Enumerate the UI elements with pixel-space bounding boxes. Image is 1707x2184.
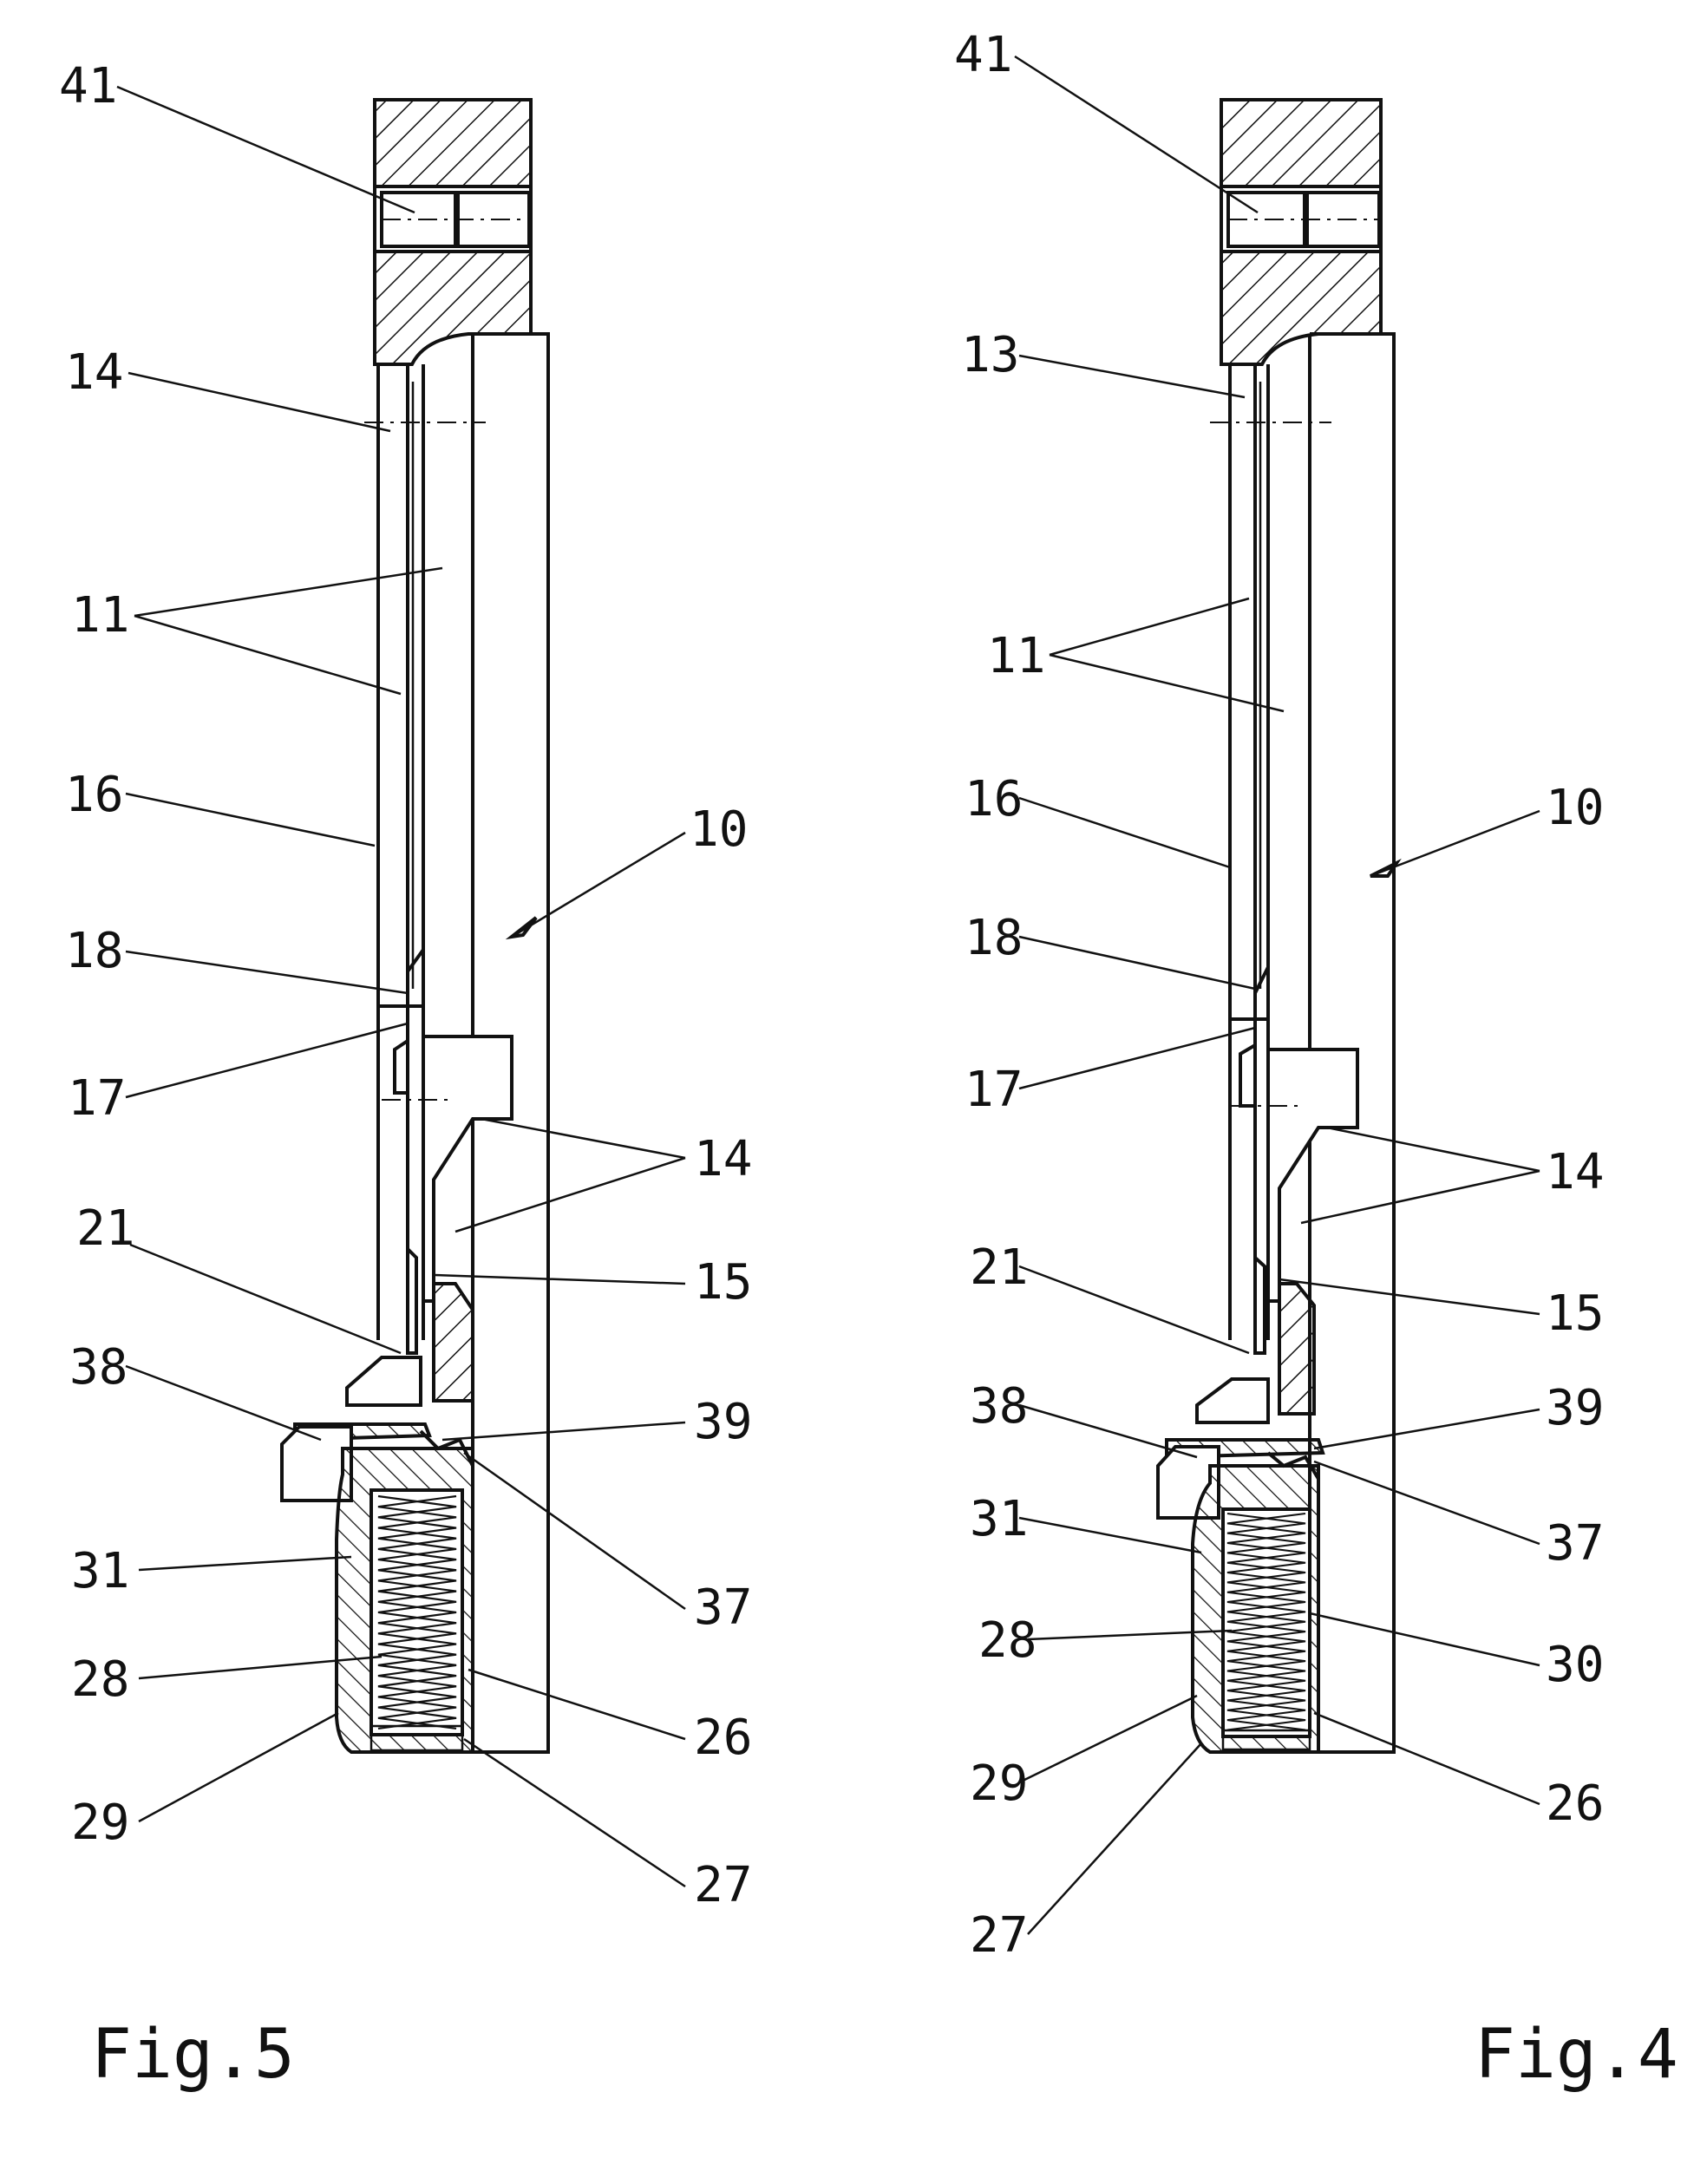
- label-16: 16: [965, 771, 1023, 827]
- label-38: 38: [970, 1378, 1028, 1435]
- label-18: 18: [965, 910, 1023, 966]
- label-38: 38: [69, 1339, 128, 1396]
- label-28: 28: [71, 1651, 129, 1708]
- label-15: 15: [1546, 1285, 1604, 1342]
- fig5-collar-block: [434, 1284, 473, 1401]
- label-17: 17: [68, 1070, 126, 1127]
- label-10: 10: [690, 801, 748, 858]
- figure-caption: Fig.5: [91, 2016, 295, 2094]
- label-27: 27: [970, 1907, 1028, 1964]
- label-14-lower: 14: [694, 1131, 752, 1187]
- figure-4: [1158, 100, 1394, 1752]
- figure-caption: Fig.4: [1475, 2016, 1678, 2094]
- label-39: 39: [694, 1394, 752, 1450]
- fig4-collar-block: [1279, 1284, 1314, 1414]
- label-37: 37: [1546, 1515, 1604, 1572]
- label-39: 39: [1546, 1380, 1604, 1436]
- label-27: 27: [694, 1857, 752, 1913]
- label-11: 11: [987, 628, 1045, 684]
- leader-lines: [117, 56, 1540, 1934]
- label-41: 41: [954, 27, 1012, 83]
- figure-5: [282, 100, 548, 1752]
- label-14: 14: [65, 344, 123, 401]
- label-14: 14: [1546, 1144, 1604, 1200]
- label-37: 37: [694, 1579, 752, 1636]
- label-21: 21: [970, 1239, 1028, 1296]
- label-29: 29: [71, 1795, 129, 1851]
- label-13: 13: [961, 327, 1019, 383]
- label-21: 21: [76, 1200, 134, 1257]
- label-11: 11: [71, 587, 129, 644]
- label-28: 28: [978, 1612, 1037, 1669]
- label-15: 15: [694, 1254, 752, 1311]
- label-10: 10: [1546, 780, 1604, 836]
- label-30: 30: [1546, 1637, 1604, 1693]
- label-31: 31: [71, 1543, 129, 1599]
- label-16: 16: [65, 767, 123, 823]
- label-17: 17: [965, 1062, 1023, 1118]
- label-26: 26: [1546, 1775, 1604, 1832]
- label-31: 31: [970, 1491, 1028, 1547]
- label-18: 18: [65, 923, 123, 979]
- label-29: 29: [970, 1756, 1028, 1812]
- label-26: 26: [694, 1710, 752, 1766]
- label-41: 41: [59, 58, 117, 114]
